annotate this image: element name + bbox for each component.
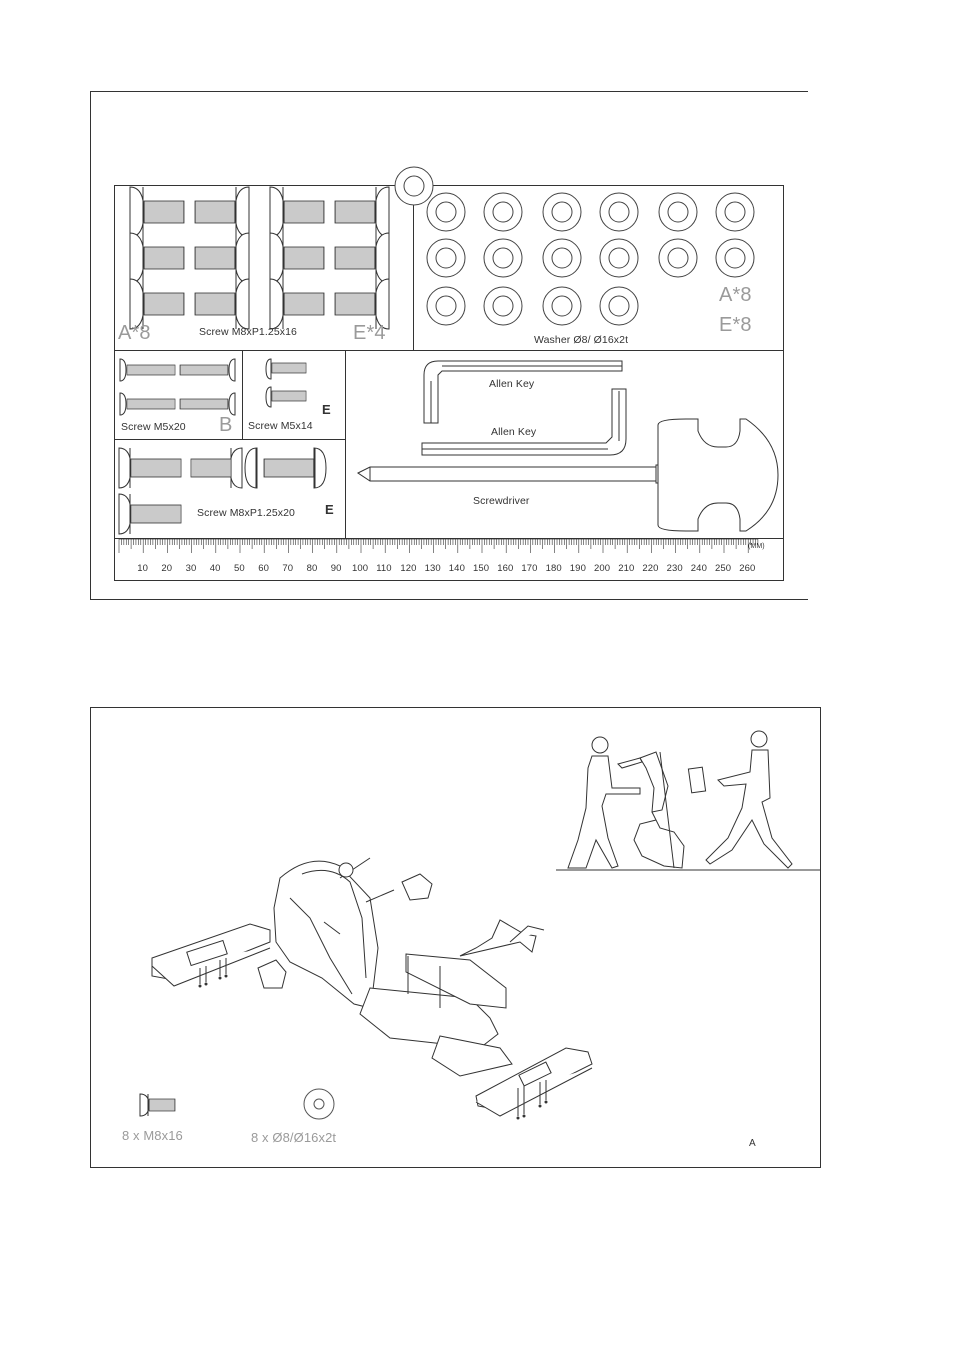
ruler-tick-label: 180 xyxy=(546,563,562,574)
ruler-tick-label: 240 xyxy=(691,563,707,574)
screw-m8x20-drawings xyxy=(114,440,345,538)
ruler-tick-label: 160 xyxy=(497,563,513,574)
ruler-tick-label: 30 xyxy=(186,563,197,574)
rower-assembly-illustration xyxy=(140,838,600,1138)
step-letter: A xyxy=(749,1138,756,1149)
ruler-tick-label: 260 xyxy=(739,563,755,574)
sheet-bottom-rule xyxy=(90,599,808,600)
screw-m5x20-label: Screw M5x20 xyxy=(121,421,186,433)
ruler-tick-label: 250 xyxy=(715,563,731,574)
ruler-tick-label: 90 xyxy=(331,563,342,574)
ruler-tick-label: 120 xyxy=(400,563,416,574)
ruler-tick-label: 60 xyxy=(258,563,269,574)
ruler-tick-label: 20 xyxy=(161,563,172,574)
sheet-top-rule xyxy=(90,91,808,92)
ruler-tick-label: 140 xyxy=(449,563,465,574)
ruler-tick-label: 210 xyxy=(618,563,634,574)
ruler-tick-label: 200 xyxy=(594,563,610,574)
ruler-unit: (MM) xyxy=(748,543,765,550)
tools-drawings xyxy=(346,351,784,538)
screw-m8x20-tag: E xyxy=(325,502,334,517)
allen-key-2-label: Allen Key xyxy=(491,426,536,438)
ruler xyxy=(114,538,784,581)
m8x16-screw-icon xyxy=(139,1093,179,1117)
screw-m8x16-tag-e: E*4 xyxy=(353,322,386,345)
washer-quantity: 8 x Ø8/Ø16x2t xyxy=(251,1130,336,1145)
washer-tag-e: E*8 xyxy=(719,314,752,337)
ruler-tick-label: 110 xyxy=(376,563,391,574)
screw-m8x20-label: Screw M8xP1.25x20 xyxy=(197,507,295,519)
screw-quantity: 8 x M8x16 xyxy=(122,1128,183,1143)
ruler-tick-label: 80 xyxy=(307,563,318,574)
screw-m5x20-tag: B xyxy=(219,414,232,437)
screw-m5x14-tag: E xyxy=(322,402,331,417)
ruler-tick-label: 50 xyxy=(234,563,245,574)
screw-m5x14-label: Screw M5x14 xyxy=(248,420,313,432)
ruler-tick-label: 170 xyxy=(521,563,537,574)
ruler-tick-label: 150 xyxy=(473,563,489,574)
sheet-left-rule xyxy=(90,91,91,600)
ruler-tick-label: 220 xyxy=(642,563,658,574)
allen-key-1-label: Allen Key xyxy=(489,378,534,390)
ruler-tick-label: 230 xyxy=(667,563,683,574)
washer-icon xyxy=(303,1088,335,1120)
washer-tag-a: A*8 xyxy=(719,284,752,307)
screwdriver-label: Screwdriver xyxy=(473,495,530,507)
screw-m8x16-tag-a: A*8 xyxy=(118,322,151,345)
ruler-tick-label: 130 xyxy=(425,563,441,574)
screw-m8x16-label: Screw M8xP1.25x16 xyxy=(199,326,297,338)
ruler-tick-label: 70 xyxy=(282,563,293,574)
ruler-tick-label: 100 xyxy=(352,563,368,574)
ruler-tick-label: 40 xyxy=(210,563,221,574)
ruler-tick-label: 10 xyxy=(137,563,148,574)
washer-label: Washer Ø8/ Ø16x2t xyxy=(534,334,628,346)
ruler-tick-label: 190 xyxy=(570,563,586,574)
